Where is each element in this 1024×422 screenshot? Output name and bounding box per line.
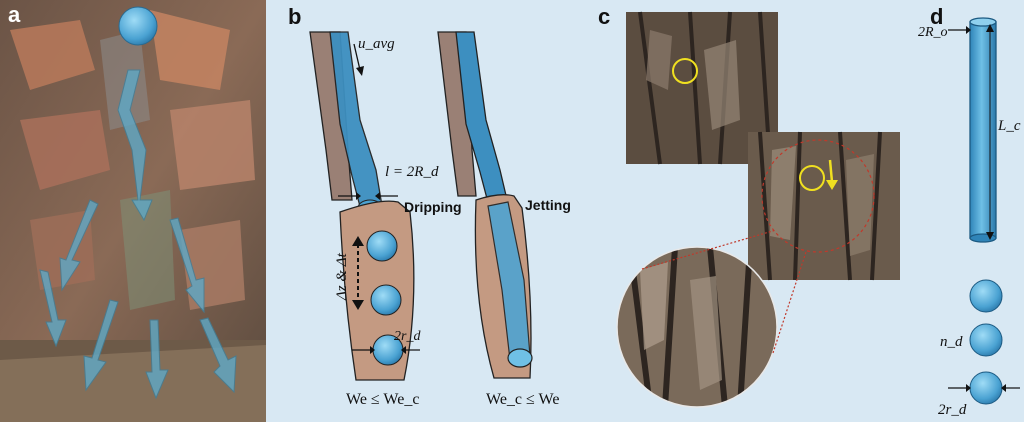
interval-label: Δz & Δt — [334, 252, 350, 301]
jetting-label: Jetting — [525, 197, 571, 213]
jetting-condition: We_c ≤ We — [486, 391, 559, 408]
cylinder-length-label: L_c — [997, 118, 1021, 134]
drop-count-label: n_d — [940, 334, 963, 350]
panel-d-letter: d — [930, 4, 943, 29]
dripping-condition: We ≤ We_c — [346, 391, 419, 408]
panel-b-letter: b — [288, 4, 301, 29]
outer-diameter-label: 2R_o — [918, 25, 948, 40]
panel-b-diagram — [309, 31, 533, 381]
panel-c-photos — [616, 11, 900, 408]
panel-d-diagram — [948, 17, 1020, 405]
drop-length-label: l = 2R_d — [385, 164, 439, 180]
drop-radius-label: 2r_d — [394, 329, 421, 344]
panel-c-letter: c — [598, 4, 610, 29]
panel-a-letter: a — [8, 2, 21, 27]
drop-diameter-label: 2r_d — [938, 402, 967, 418]
dripping-label: Dripping — [404, 199, 462, 215]
velocity-label: u_avg — [358, 36, 395, 52]
panel-a-photo — [0, 0, 266, 422]
